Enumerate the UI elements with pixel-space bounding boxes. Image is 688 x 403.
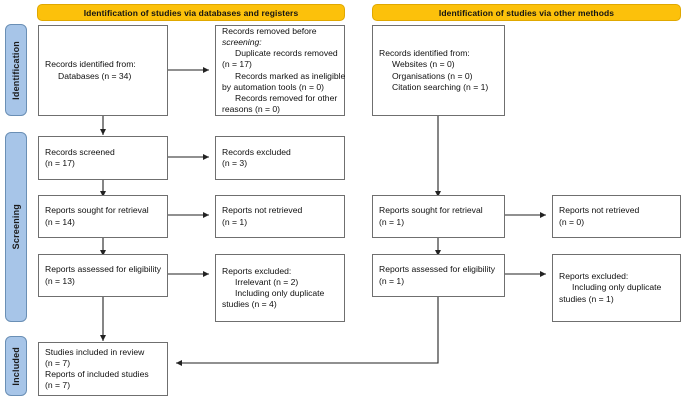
box-text-line: Organisations (n = 0)	[392, 70, 473, 81]
banner-other-methods: Identification of studies via other meth…	[372, 4, 681, 21]
box-text-line: (n = 17)	[45, 158, 75, 168]
box-reports-not-retrieved-other: Reports not retrieved(n = 0)	[552, 195, 681, 238]
box-reports-excluded-databases: Reports excluded:Irrelevant (n = 2)Inclu…	[215, 254, 345, 322]
box-reports-excluded-other: Reports excluded:Including only duplicat…	[552, 254, 681, 322]
box-text-line: (n = 1)	[222, 216, 248, 227]
box-reports-sought-for-retrieval-databases: Reports sought for retrieval(n = 14)	[38, 195, 168, 238]
box-text-line: Records marked as ineligible	[235, 70, 346, 81]
box-text-line: Including only duplicate	[572, 282, 662, 293]
box-records-screened: Records screened(n = 17)	[38, 136, 168, 180]
box-reports-sought-for-retrieval-other: Reports sought for retrieval(n = 1)	[372, 195, 505, 238]
box-text-line: Duplicate records removed	[235, 48, 338, 59]
box-text-line: (n = 13)	[45, 275, 75, 286]
box-text-line: Reports excluded:	[222, 265, 292, 276]
box-text-line: reasons (n = 0)	[222, 104, 281, 115]
box-records-excluded: Records excluded(n = 3)	[215, 136, 345, 180]
box-records-identified-other-methods: Records identified from:Websites (n = 0)…	[372, 25, 505, 116]
box-text-line: studies (n = 4)	[222, 299, 277, 310]
box-text-line: screening:	[222, 36, 262, 47]
box-text-line: Reports assessed for eligibility	[379, 264, 496, 275]
box-text-line: Records removed before	[222, 25, 317, 36]
phase-bar-screening: Screening	[5, 132, 27, 322]
box-text-line: Citation searching (n = 1)	[392, 81, 489, 92]
box-text-line: Studies included in review	[45, 346, 145, 357]
box-reports-not-retrieved-databases: Reports not retrieved(n = 1)	[215, 195, 345, 238]
box-text-line: (n = 1)	[379, 275, 405, 286]
box-text-line: (n = 0)	[559, 216, 585, 227]
phase-label-included: Included	[11, 346, 21, 386]
banner-databases-and-registers: Identification of studies via databases …	[37, 4, 345, 21]
box-text-line: by automation tools (n = 0)	[222, 81, 324, 92]
phase-bar-identification: Identification	[5, 24, 27, 116]
box-reports-assessed-for-eligibility-other: Reports assessed for eligibility(n = 1)	[372, 254, 505, 297]
box-text-line: Reports not retrieved	[559, 205, 640, 216]
phase-bar-included: Included	[5, 336, 27, 396]
box-text-line: (n = 3)	[222, 158, 248, 168]
box-reports-assessed-for-eligibility-databases: Reports assessed for eligibility(n = 13)	[38, 254, 168, 297]
phase-label-screening: Screening	[11, 204, 21, 250]
box-text-line: (n = 1)	[379, 216, 405, 227]
banner-other-label: Identification of studies via other meth…	[438, 7, 615, 18]
box-text-line: Reports sought for retrieval	[45, 205, 149, 216]
box-text-line: (n = 17)	[222, 59, 252, 70]
box-text-line: Irrelevant (n = 2)	[235, 276, 299, 287]
box-text-line: Records identified from:	[45, 59, 136, 70]
box-text-line: Websites (n = 0)	[392, 59, 455, 70]
box-text-line: Reports assessed for eligibility	[45, 264, 162, 275]
phase-label-identification: Identification	[11, 40, 21, 100]
box-text-line: Reports excluded:	[559, 271, 629, 282]
box-text-line: (n = 7)	[45, 380, 71, 391]
banner-databases-label: Identification of studies via databases …	[83, 7, 299, 18]
box-text-line: Records identified from:	[379, 48, 470, 59]
box-text-line: Records screened	[45, 146, 115, 157]
box-text-line: studies (n = 1)	[559, 293, 614, 304]
box-text-line: Records removed for other	[235, 92, 338, 103]
box-text-line: Including only duplicate	[235, 288, 325, 298]
box-studies-included-in-review: Studies included in review(n = 7)Reports…	[38, 342, 168, 396]
box-records-identified-databases: Records identified from:Databases (n = 3…	[38, 25, 168, 116]
box-text-line: (n = 14)	[45, 216, 75, 227]
box-text-line: Records excluded	[222, 146, 291, 157]
box-text-line: Reports sought for retrieval	[379, 205, 483, 216]
box-text-line: Databases (n = 34)	[58, 70, 132, 81]
box-text-line: (n = 7)	[45, 357, 71, 368]
box-text-line: Reports not retrieved	[222, 205, 303, 216]
box-text-line: Reports of included studies	[45, 369, 149, 379]
